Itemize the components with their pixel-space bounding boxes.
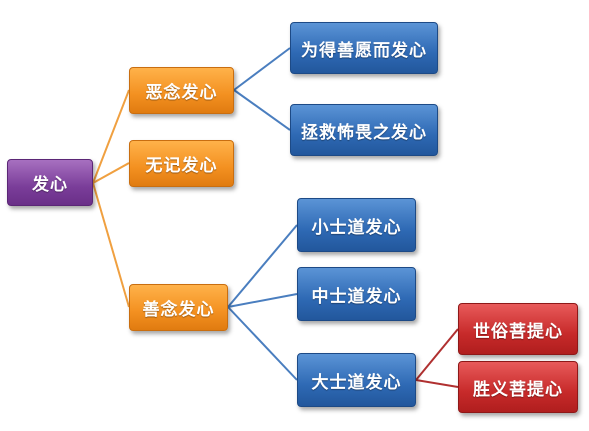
link-great-2 bbox=[415, 379, 459, 388]
node-good-1: 小士道发心 bbox=[297, 198, 416, 252]
link-evil-1 bbox=[233, 47, 291, 91]
link-great-1 bbox=[415, 328, 459, 381]
link-root-neutral bbox=[92, 162, 130, 184]
node-evil-2: 拯救怖畏之发心 bbox=[290, 104, 438, 156]
link-good-3 bbox=[227, 306, 298, 381]
link-good-1 bbox=[227, 224, 298, 308]
node-good-3: 大士道发心 bbox=[297, 353, 416, 407]
node-good-intention: 善念发心 bbox=[129, 284, 228, 331]
node-great-2: 胜义菩提心 bbox=[458, 361, 578, 413]
node-evil-1: 为得善愿而发心 bbox=[290, 22, 438, 74]
link-root-good bbox=[92, 182, 130, 308]
node-root: 发心 bbox=[7, 159, 93, 206]
node-evil-intention: 恶念发心 bbox=[129, 67, 234, 114]
node-great-1: 世俗菩提心 bbox=[458, 303, 578, 355]
link-evil-2 bbox=[233, 89, 291, 131]
link-root-evil bbox=[92, 89, 130, 184]
node-neutral-intention: 无记发心 bbox=[129, 140, 234, 187]
node-good-2: 中士道发心 bbox=[297, 267, 416, 321]
link-good-2 bbox=[227, 293, 298, 308]
